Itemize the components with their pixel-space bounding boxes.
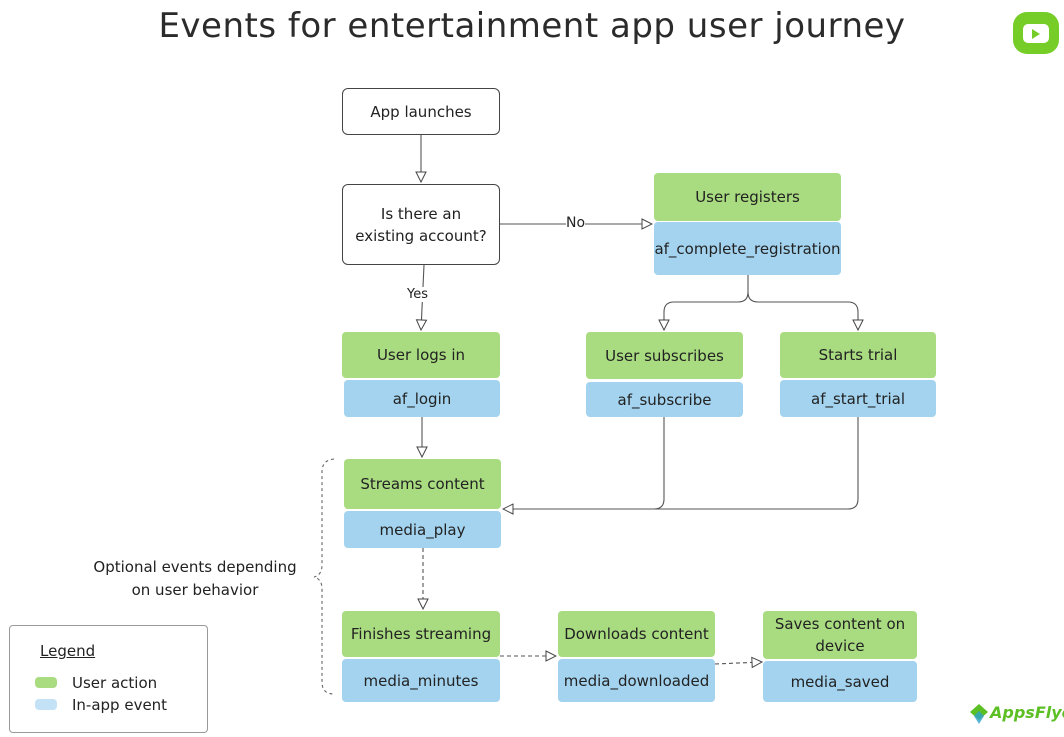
arrow-subscribe-to-streams [653,417,665,510]
legend-title: Legend [40,642,96,660]
node-media-saved: media_saved [763,661,917,702]
node-starts-trial: Starts trial [780,332,936,378]
arrow-register-to-trial [747,291,858,330]
node-media-play: media_play [344,511,501,548]
legend-swatch-in-app-event [35,699,57,710]
node-af-login: af_login [344,380,500,417]
legend-label-in-app-event: In-app event [72,696,168,714]
node-user-subscribes: User subscribes [586,332,743,379]
node-media-downloaded: media_downloaded [558,659,715,702]
arrow-register-to-subscribe [664,275,749,330]
legend-swatch-user-action [35,677,57,688]
arrow-downloads-to-saves [714,662,762,664]
appsflyer-logo: AppsFlyer [968,700,1064,726]
node-existing-account: Is there an existing account? [342,184,500,265]
page-title: Events for entertainment app user journe… [158,6,906,46]
node-media-minutes: media_minutes [342,659,500,702]
optional-brace [313,458,335,695]
node-saves-content: Saves content on device [763,611,917,659]
edge-label-no: No [566,215,586,231]
arrow-trial-to-streams [503,417,859,509]
node-streams-content: Streams content [344,459,501,509]
node-af-start-trial: af_start_trial [780,380,936,417]
optional-events-label: Optional events depending on user behavi… [93,558,297,599]
node-user-registers: User registers [654,173,841,221]
node-af-subscribe: af_subscribe [586,382,743,417]
node-af-complete-registration: af_complete_registration [654,222,841,275]
appsflyer-logo-icon [970,704,988,724]
node-finishes-streaming: Finishes streaming [342,611,500,657]
node-downloads-content: Downloads content [558,611,715,657]
edge-label-yes: Yes [407,287,428,302]
play-button-icon [1013,12,1059,54]
node-app-launches: App launches [342,88,500,135]
legend-label-user-action: User action [72,674,158,692]
legend: Legend User action In-app event [9,625,208,733]
appsflyer-wordmark: AppsFlyer [990,703,1064,722]
node-user-logs-in: User logs in [342,332,500,378]
